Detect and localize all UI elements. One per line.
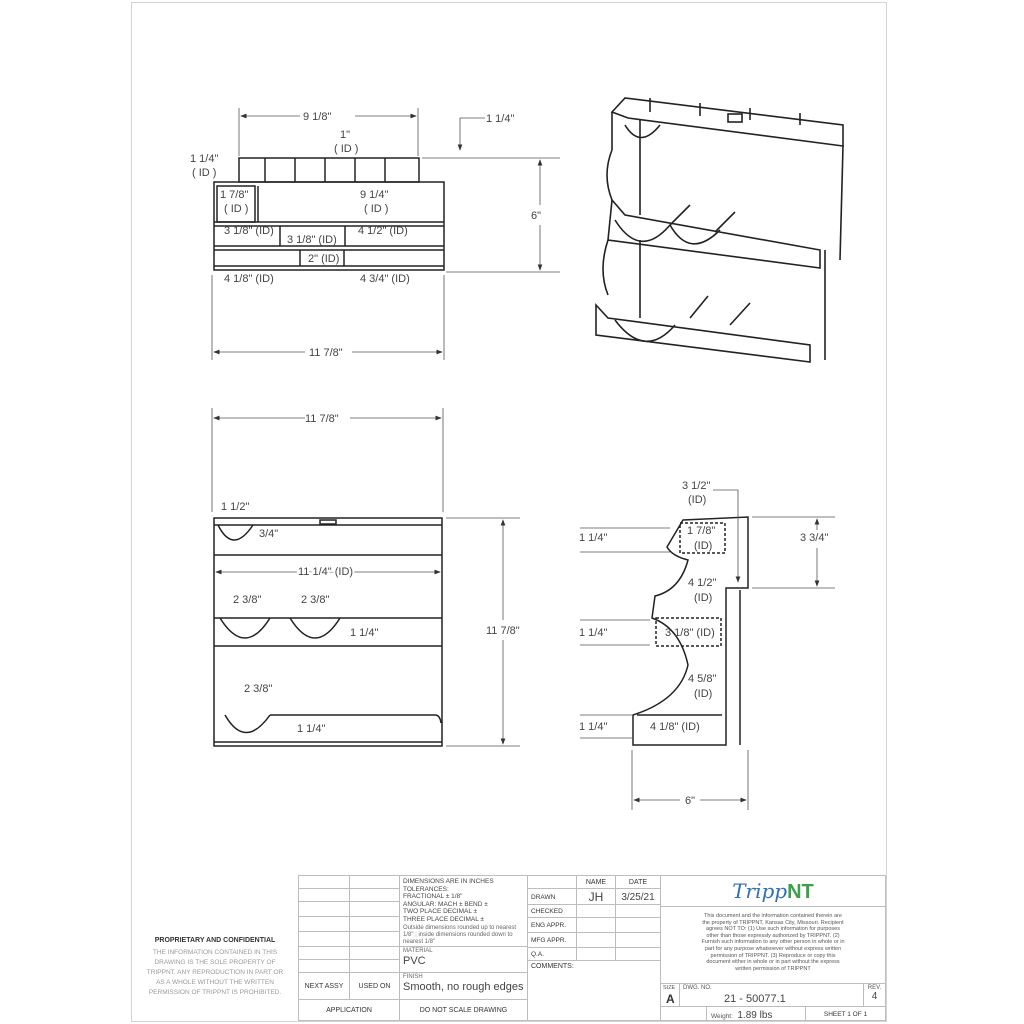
revision: 4 (871, 991, 878, 1002)
svg-text:4 1/2": 4 1/2" (688, 577, 716, 589)
revision-cell: REV. 4 (863, 983, 886, 1007)
svg-text:1 1/4": 1 1/4" (579, 721, 607, 733)
svg-text:1 1/4": 1 1/4" (297, 723, 325, 735)
svg-text:2 3/8": 2 3/8" (244, 683, 272, 695)
svg-text:4 1/2" (ID): 4 1/2" (ID) (358, 225, 408, 237)
used-on-cell: USED ON (349, 972, 400, 1000)
svg-text:2 3/8": 2 3/8" (233, 594, 261, 606)
weight-value: 1.89 lbs (737, 1010, 773, 1021)
svg-text:3 1/8" (ID): 3 1/8" (ID) (224, 225, 274, 237)
weight-cell: Weight: 1.89 lbs (706, 1006, 806, 1021)
drawing-number: 21 - 50077.1 (724, 993, 786, 1005)
isometric-view (595, 97, 844, 363)
svg-text:11 7/8": 11 7/8" (486, 625, 520, 637)
svg-text:3 1/2": 3 1/2" (682, 480, 710, 492)
svg-text:( ID ): ( ID ) (334, 143, 358, 155)
svg-text:2 3/8": 2 3/8" (301, 594, 329, 606)
tolerances-cell: DIMENSIONS ARE IN INCHES TOLERANCES: FRA… (399, 875, 528, 947)
svg-text:1": 1" (340, 129, 350, 141)
proprietary-title: PROPRIETARY AND CONFIDENTIAL (154, 937, 276, 944)
svg-text:3 1/8" (ID): 3 1/8" (ID) (665, 627, 715, 639)
svg-text:(ID): (ID) (694, 592, 712, 604)
svg-text:3/4": 3/4" (259, 528, 278, 540)
proprietary-notice: PROPRIETARY AND CONFIDENTIAL THE INFORMA… (133, 933, 297, 1020)
svg-text:(ID): (ID) (688, 494, 706, 506)
svg-text:9 1/4": 9 1/4" (360, 189, 388, 201)
svg-text:11 1/4" (ID): 11 1/4" (ID) (298, 566, 353, 578)
material-cell: MATERIAL PVC (399, 946, 528, 973)
company-logo: TrippNT (660, 875, 886, 907)
proprietary-text: THE INFORMATION CONTAINED IN THIS DRAWIN… (146, 949, 284, 996)
svg-text:1 1/4": 1 1/4" (579, 532, 607, 544)
material-value: PVC (403, 955, 426, 967)
svg-text:4 3/4" (ID): 4 3/4" (ID) (360, 273, 410, 285)
svg-text:1 7/8": 1 7/8" (220, 189, 248, 201)
svg-text:6": 6" (685, 795, 695, 807)
dim-overall-width: 9 1/8" (303, 111, 331, 123)
svg-text:(ID): (ID) (694, 688, 712, 700)
svg-text:1 1/4": 1 1/4" (190, 153, 218, 165)
svg-text:2" (ID): 2" (ID) (308, 253, 339, 265)
svg-text:4 1/8" (ID): 4 1/8" (ID) (224, 273, 274, 285)
finish-value: Smooth, no rough edges (403, 981, 524, 993)
svg-text:1 1/4": 1 1/4" (350, 627, 378, 639)
comments-cell: COMMENTS: (527, 960, 661, 1021)
svg-text:( ID ): ( ID ) (224, 203, 248, 215)
ownership-notice: This document and the information contai… (660, 906, 886, 984)
front-view-dimensions (211, 408, 520, 747)
svg-text:4 5/8": 4 5/8" (688, 673, 716, 685)
svg-text:1 1/2": 1 1/2" (221, 501, 249, 513)
svg-text:11 7/8": 11 7/8" (305, 413, 339, 425)
drawn-name: JH (588, 890, 604, 904)
svg-text:4 1/8" (ID): 4 1/8" (ID) (650, 721, 700, 733)
svg-text:11 7/8": 11 7/8" (309, 347, 343, 359)
finish-cell: FINISH Smooth, no rough edges (399, 972, 528, 1000)
svg-text:( ID ): ( ID ) (192, 167, 216, 179)
next-assy-cell: NEXT ASSY (298, 972, 350, 1000)
top-view (213, 157, 445, 271)
svg-text:3 3/4": 3 3/4" (800, 532, 828, 544)
svg-text:1 1/4": 1 1/4" (579, 627, 607, 639)
size-cell: SIZE A (660, 983, 680, 1007)
sheet-cell: SHEET 1 OF 1 (805, 1006, 886, 1021)
side-view-dimensions (580, 489, 835, 810)
svg-text:(ID): (ID) (694, 540, 712, 552)
drawing-sheet (131, 2, 887, 1022)
application-cell: APPLICATION (298, 999, 400, 1021)
front-view (213, 517, 443, 747)
svg-text:6": 6" (531, 210, 541, 222)
do-not-scale-cell: DO NOT SCALE DRAWING (399, 999, 528, 1021)
side-view (632, 516, 749, 746)
svg-text:1 7/8": 1 7/8" (687, 525, 715, 537)
svg-text:3 1/8" (ID): 3 1/8" (ID) (287, 234, 337, 246)
drawing-number-cell: DWG. NO. 21 - 50077.1 (679, 983, 864, 1007)
svg-text:1 1/4": 1 1/4" (486, 113, 514, 125)
svg-text:( ID ): ( ID ) (364, 203, 388, 215)
drawn-date: 3/25/21 (621, 892, 655, 903)
drawn-row: DRAWN (527, 888, 577, 905)
top-view-dimensions (211, 108, 560, 360)
